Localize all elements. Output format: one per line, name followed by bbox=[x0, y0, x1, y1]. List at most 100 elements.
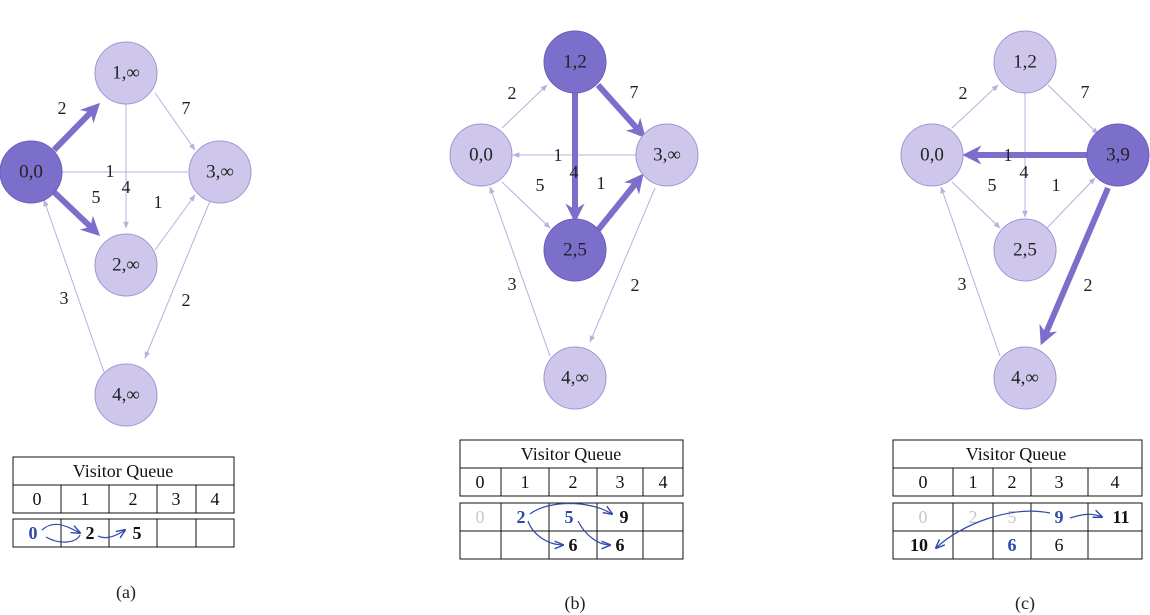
queue-header: 0 bbox=[33, 489, 42, 509]
weight-label: 2 bbox=[58, 98, 67, 118]
queue-header: 4 bbox=[659, 472, 668, 492]
visitor-queue-table: Visitor Queue 0 1 2 3 4 0 2 5 bbox=[12, 456, 235, 548]
queue-cell bbox=[642, 502, 684, 532]
queue-title-cell bbox=[459, 439, 684, 469]
queue-value: 10 bbox=[910, 535, 928, 555]
node-2 bbox=[543, 218, 607, 282]
edge-4-0 bbox=[940, 186, 1001, 357]
queue-cell bbox=[12, 518, 62, 548]
edge-0-1 bbox=[951, 84, 999, 129]
node-label: 0,0 bbox=[920, 145, 944, 166]
weight-label: 3 bbox=[508, 274, 517, 294]
node-4 bbox=[94, 363, 158, 427]
node-label: 4,∞ bbox=[561, 368, 589, 389]
queue-title: Visitor Queue bbox=[73, 461, 173, 481]
edge-0-1 bbox=[501, 84, 548, 129]
queue-header-cell bbox=[12, 484, 62, 514]
weight-label: 1 bbox=[597, 173, 606, 193]
queue-cell bbox=[1030, 530, 1089, 560]
queue-cell bbox=[952, 502, 994, 532]
weight-label: 3 bbox=[60, 288, 69, 308]
panel-caption: (b) bbox=[565, 593, 586, 614]
queue-header-cell bbox=[892, 467, 954, 497]
edge-1-3 bbox=[154, 92, 196, 151]
queue-header: 3 bbox=[172, 489, 181, 509]
queue-value: 6 bbox=[1008, 535, 1017, 555]
weight-label: 4 bbox=[1020, 162, 1029, 182]
queue-header: 2 bbox=[569, 472, 578, 492]
queue-value: 0 bbox=[476, 507, 485, 527]
queue-value: 2 bbox=[86, 523, 95, 543]
queue-link-arrow bbox=[527, 520, 563, 545]
queue-header: 0 bbox=[919, 472, 928, 492]
queue-header-cell bbox=[992, 467, 1032, 497]
weight-label: 1 bbox=[154, 192, 163, 212]
weight-label: 7 bbox=[630, 82, 639, 102]
node-label: 1,2 bbox=[563, 52, 587, 73]
edge-1-3 bbox=[1047, 84, 1099, 135]
queue-value: 6 bbox=[569, 535, 578, 555]
node-label: 4,∞ bbox=[112, 385, 140, 406]
node-4 bbox=[543, 346, 607, 410]
node-label: 2,∞ bbox=[112, 255, 140, 276]
queue-cell bbox=[642, 530, 684, 560]
queue-cell bbox=[1087, 530, 1143, 560]
queue-value: 0 bbox=[29, 523, 38, 543]
node-label: 0,0 bbox=[19, 162, 43, 183]
queue-header: 2 bbox=[129, 489, 138, 509]
queue-value: 0 bbox=[919, 507, 928, 527]
edge-0-2 bbox=[501, 181, 551, 229]
node-label: 3,∞ bbox=[206, 162, 234, 183]
queue-title: Visitor Queue bbox=[521, 444, 621, 464]
node-1 bbox=[94, 41, 158, 105]
visitor-queue-table: Visitor Queue 0 1 2 3 4 0 2 5 9 11 bbox=[892, 439, 1143, 560]
queue-header-cell bbox=[195, 484, 235, 514]
node-1-current bbox=[543, 30, 607, 94]
queue-value: 9 bbox=[1055, 507, 1064, 527]
panel-b: 2 7 1 4 5 1 3 2 1,2 0,0 3,∞ 2,5 4,∞ Visi… bbox=[449, 30, 699, 614]
queue-link-arrow bbox=[936, 510, 1051, 548]
node-2 bbox=[94, 233, 158, 297]
queue-cell bbox=[459, 530, 502, 560]
queue-link-arrow bbox=[45, 534, 81, 543]
queue-cell bbox=[992, 530, 1032, 560]
node-label: 1,2 bbox=[1013, 52, 1037, 73]
node-4 bbox=[993, 346, 1057, 410]
weight-label: 1 bbox=[1052, 175, 1061, 195]
panel-a: 2 7 1 4 5 1 3 2 1,∞ 0,0 3,∞ 2,∞ 4,∞ Visi… bbox=[0, 41, 252, 603]
weight-label: 5 bbox=[988, 175, 997, 195]
queue-value: 5 bbox=[1008, 507, 1017, 527]
queue-cell bbox=[459, 502, 502, 532]
node-label: 2,5 bbox=[1013, 240, 1037, 261]
queue-header: 4 bbox=[211, 489, 220, 509]
node-label: 3,∞ bbox=[653, 145, 681, 166]
weight-label: 2 bbox=[1084, 275, 1093, 295]
edge-3-4 bbox=[589, 187, 656, 343]
node-3 bbox=[188, 140, 252, 204]
queue-title-cell bbox=[892, 439, 1143, 469]
queue-cell bbox=[952, 530, 994, 560]
queue-title: Visitor Queue bbox=[966, 444, 1066, 464]
weight-label: 2 bbox=[959, 83, 968, 103]
edge-0-2 bbox=[951, 181, 1001, 229]
edge-4-0 bbox=[489, 186, 551, 357]
queue-header-cell bbox=[500, 467, 550, 497]
panel-caption: (c) bbox=[1015, 593, 1035, 614]
weight-label: 5 bbox=[536, 175, 545, 195]
edge-2-3-active bbox=[595, 173, 644, 232]
node-label: 3,9 bbox=[1106, 145, 1130, 166]
queue-header-cell bbox=[1087, 467, 1143, 497]
queue-link-arrow bbox=[1069, 514, 1102, 519]
queue-link-arrow bbox=[41, 523, 80, 533]
weight-label: 2 bbox=[508, 83, 517, 103]
weight-label: 1 bbox=[106, 161, 115, 181]
node-label: 2,5 bbox=[563, 240, 587, 261]
node-label: 4,∞ bbox=[1011, 368, 1039, 389]
queue-header: 2 bbox=[1008, 472, 1017, 492]
queue-header-cell bbox=[548, 467, 598, 497]
queue-title-cell bbox=[12, 456, 235, 486]
queue-value: 2 bbox=[969, 507, 978, 527]
node-0-current bbox=[0, 140, 63, 204]
edge-3-4 bbox=[144, 200, 211, 359]
